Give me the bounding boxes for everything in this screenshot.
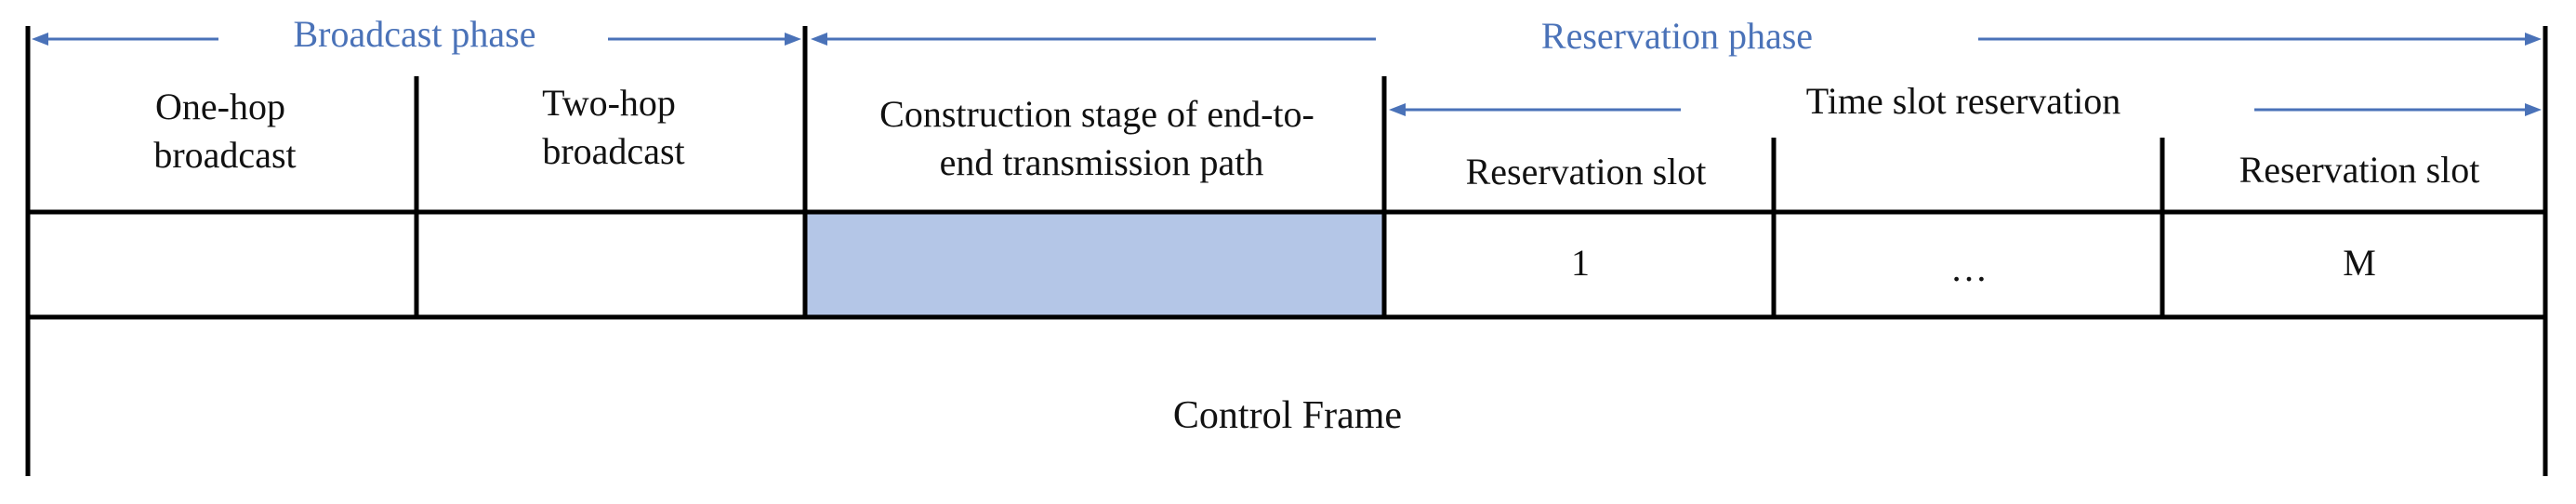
- reservation-slot-first-label: Reservation slot: [1466, 151, 1707, 192]
- time-slot-arrow-right-head: [2525, 103, 2542, 116]
- broadcast-phase-label: Broadcast phase: [293, 13, 535, 55]
- slot-m-value: M: [2343, 242, 2376, 284]
- reservation-slot-last-label: Reservation slot: [2239, 149, 2480, 191]
- reservation-phase-arrow-left-head: [811, 33, 827, 46]
- construction-stage-highlight: [805, 212, 1384, 317]
- broadcast-phase-arrow-right-head: [785, 33, 801, 46]
- slot-1-value: 1: [1571, 242, 1590, 284]
- control-frame-label: Control Frame: [1173, 394, 1402, 437]
- slot-middle-ellipsis: …: [1950, 247, 1988, 289]
- time-slot-arrow-left-head: [1389, 103, 1406, 116]
- reservation-phase-arrow-right-head: [2525, 33, 2542, 46]
- one-hop-broadcast-label: One-hop broadcast: [153, 86, 296, 176]
- broadcast-phase-arrow-left-head: [32, 33, 48, 46]
- construction-stage-label: Construction stage of end-to- end transm…: [879, 93, 1324, 183]
- two-hop-broadcast-label: Two-hop broadcast: [542, 82, 685, 172]
- reservation-phase-label: Reservation phase: [1541, 15, 1813, 57]
- time-slot-reservation-label: Time slot reservation: [1806, 80, 2121, 122]
